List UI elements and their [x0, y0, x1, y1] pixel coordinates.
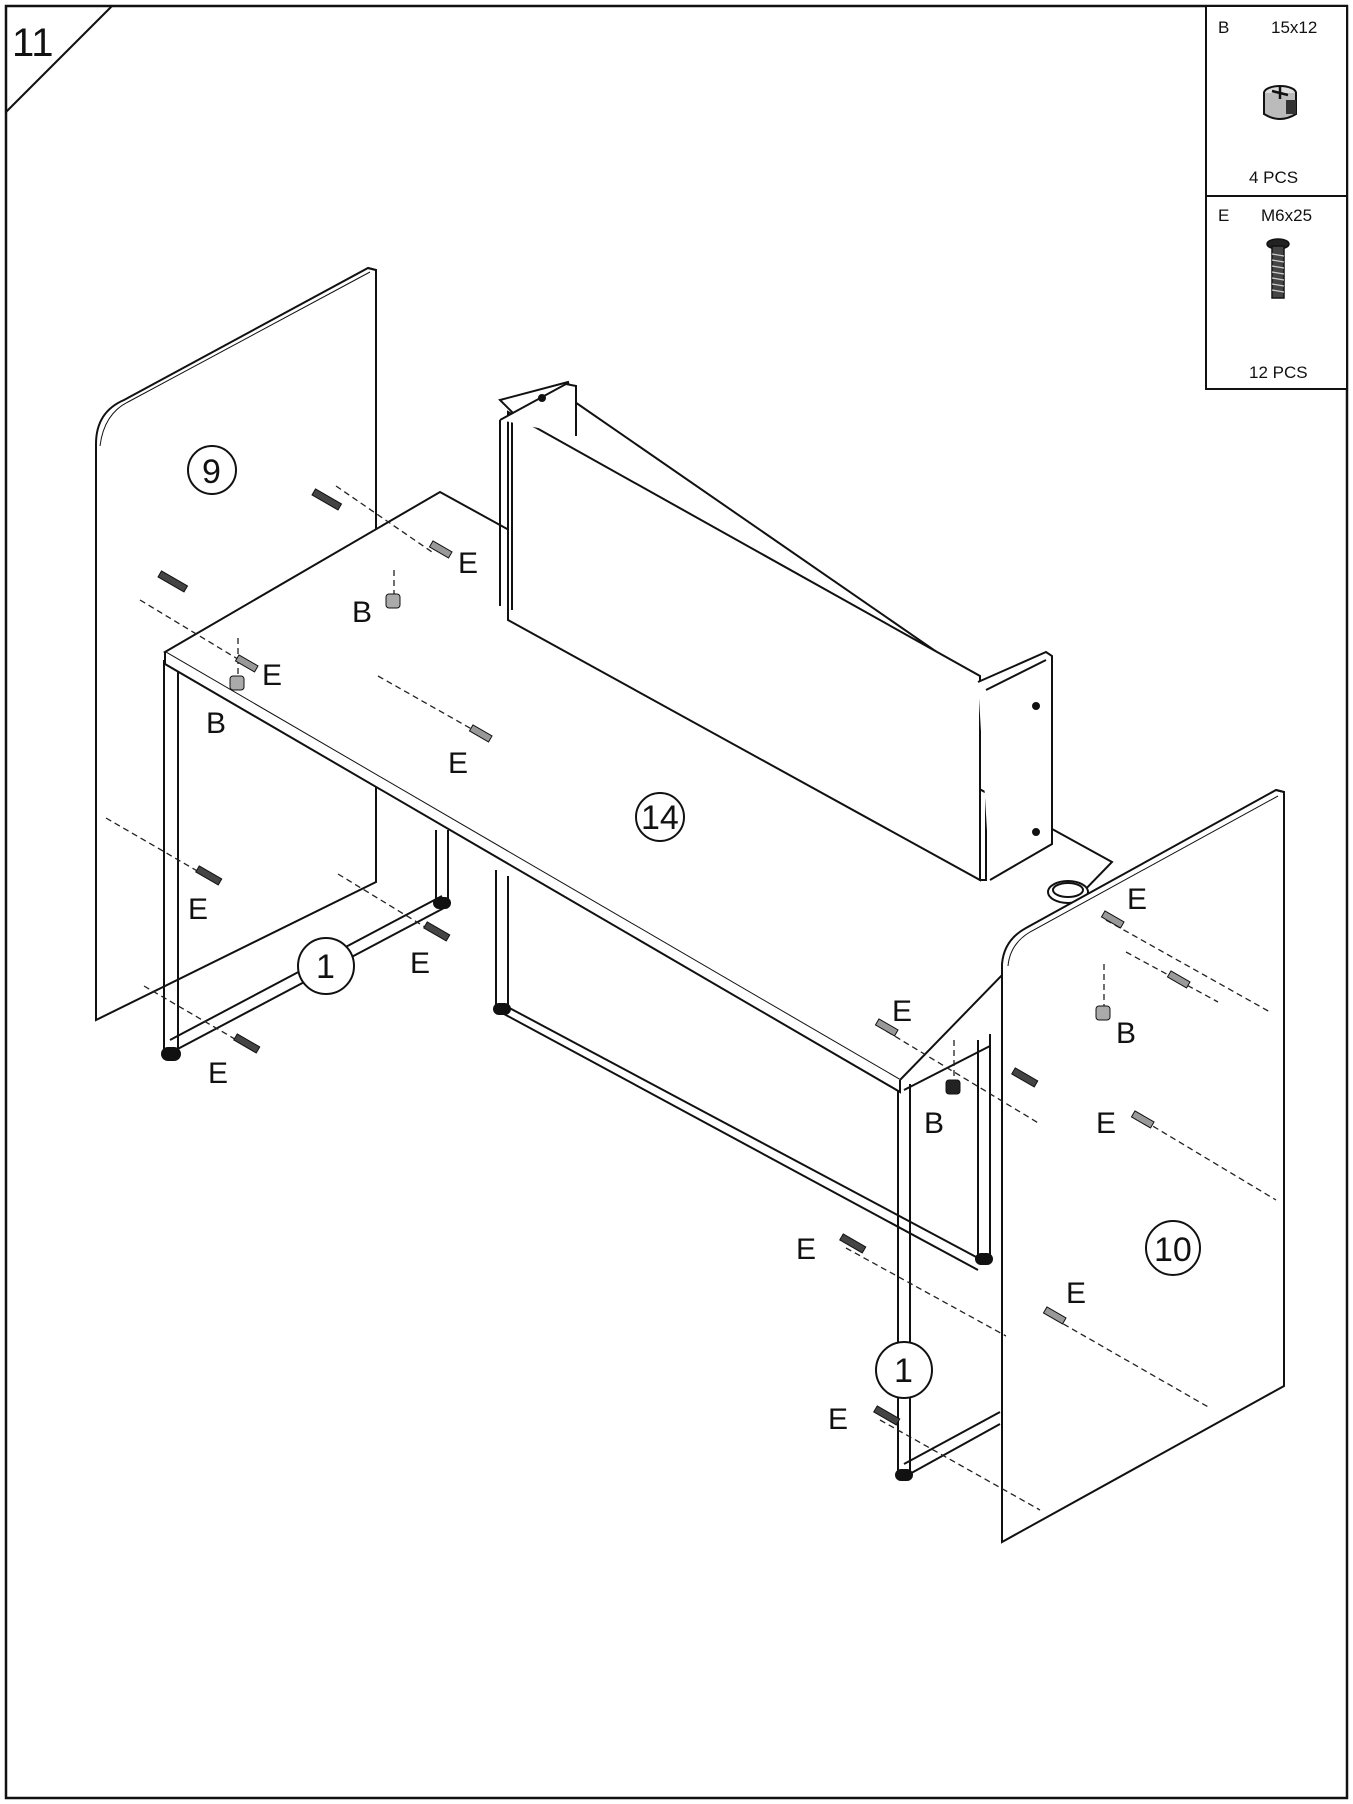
bolt-mark: [1130, 1110, 1155, 1129]
part-circle-1-right: [875, 1341, 933, 1399]
legend-code-e: E: [1218, 206, 1229, 225]
callout-e: E: [188, 893, 208, 926]
callout-e: E: [1066, 1277, 1086, 1310]
callout-e: E: [892, 995, 912, 1028]
part-circle-9: [187, 445, 237, 495]
cam-mark: [945, 1079, 961, 1095]
part-circle-14: [635, 792, 685, 842]
bolt-mark: [874, 1018, 899, 1037]
bolt-icon: [1266, 238, 1290, 299]
bolt-mark: [157, 570, 189, 593]
callout-e: E: [1127, 883, 1147, 916]
bolt-mark: [233, 1033, 261, 1054]
callout-b: B: [352, 596, 372, 629]
hardware-letters: E B E B E E E E E E B E B E E E E: [188, 547, 1147, 1436]
callout-b: B: [924, 1107, 944, 1140]
bolt-leaders: [105, 485, 1277, 1511]
bolt-mark: [311, 488, 343, 511]
bolt-mark: [195, 865, 223, 886]
bolt-mark: [873, 1405, 901, 1426]
callout-e: E: [448, 747, 468, 780]
part-label-9: 9: [202, 453, 221, 491]
bolt-mark: [234, 654, 259, 673]
step-badge: 11: [5, 5, 113, 113]
legend-qty-e: 12 PCS: [1249, 363, 1308, 382]
bolt-mark: [839, 1233, 867, 1254]
bolt-mark: [428, 540, 453, 559]
cam-mark: [385, 593, 401, 609]
legend-size-e: M6x25: [1261, 206, 1312, 225]
cam-lock-icon: [1263, 85, 1297, 120]
callout-b: B: [1116, 1017, 1136, 1050]
hardware-markers: [157, 488, 1191, 1426]
right-frame: [895, 1034, 1001, 1481]
callout-e: E: [208, 1057, 228, 1090]
part-callouts: [187, 445, 1201, 1399]
legend-code-b: B: [1218, 18, 1229, 37]
legend-qty-b: 4 PCS: [1249, 168, 1298, 187]
bolt-mark: [468, 724, 493, 743]
part-label-10: 10: [1154, 1231, 1192, 1269]
step-number: 11: [12, 21, 54, 65]
page-border: [4, 4, 1349, 1800]
cam-mark: [1095, 1005, 1111, 1021]
bolt-mark: [1100, 910, 1125, 929]
callout-e: E: [796, 1233, 816, 1266]
legend-size-b: 15x12: [1271, 18, 1317, 37]
part-label-14: 14: [641, 799, 679, 837]
bolt-mark: [1042, 1306, 1067, 1325]
part-circle-1-left: [297, 937, 355, 995]
bolt-mark: [1166, 970, 1191, 989]
callout-e: E: [828, 1403, 848, 1436]
bolt-mark: [423, 921, 451, 942]
cam-mark: [229, 675, 245, 691]
callout-e: E: [262, 659, 282, 692]
part-label-1-right: 1: [894, 1352, 913, 1390]
hardware-legend: B 15x12 4 PCS E M6x25 12 PCS: [1205, 5, 1348, 390]
callout-e: E: [1096, 1107, 1116, 1140]
part-circle-10: [1145, 1220, 1201, 1276]
callout-b: B: [206, 707, 226, 740]
desktop-board: [163, 490, 1114, 1094]
bolt-mark: [1011, 1067, 1039, 1088]
right-side-panel: [1001, 788, 1285, 1544]
hutch-shelf: [498, 380, 1053, 882]
callout-e: E: [458, 547, 478, 580]
callout-e: E: [410, 947, 430, 980]
part-label-1-left: 1: [316, 948, 335, 986]
